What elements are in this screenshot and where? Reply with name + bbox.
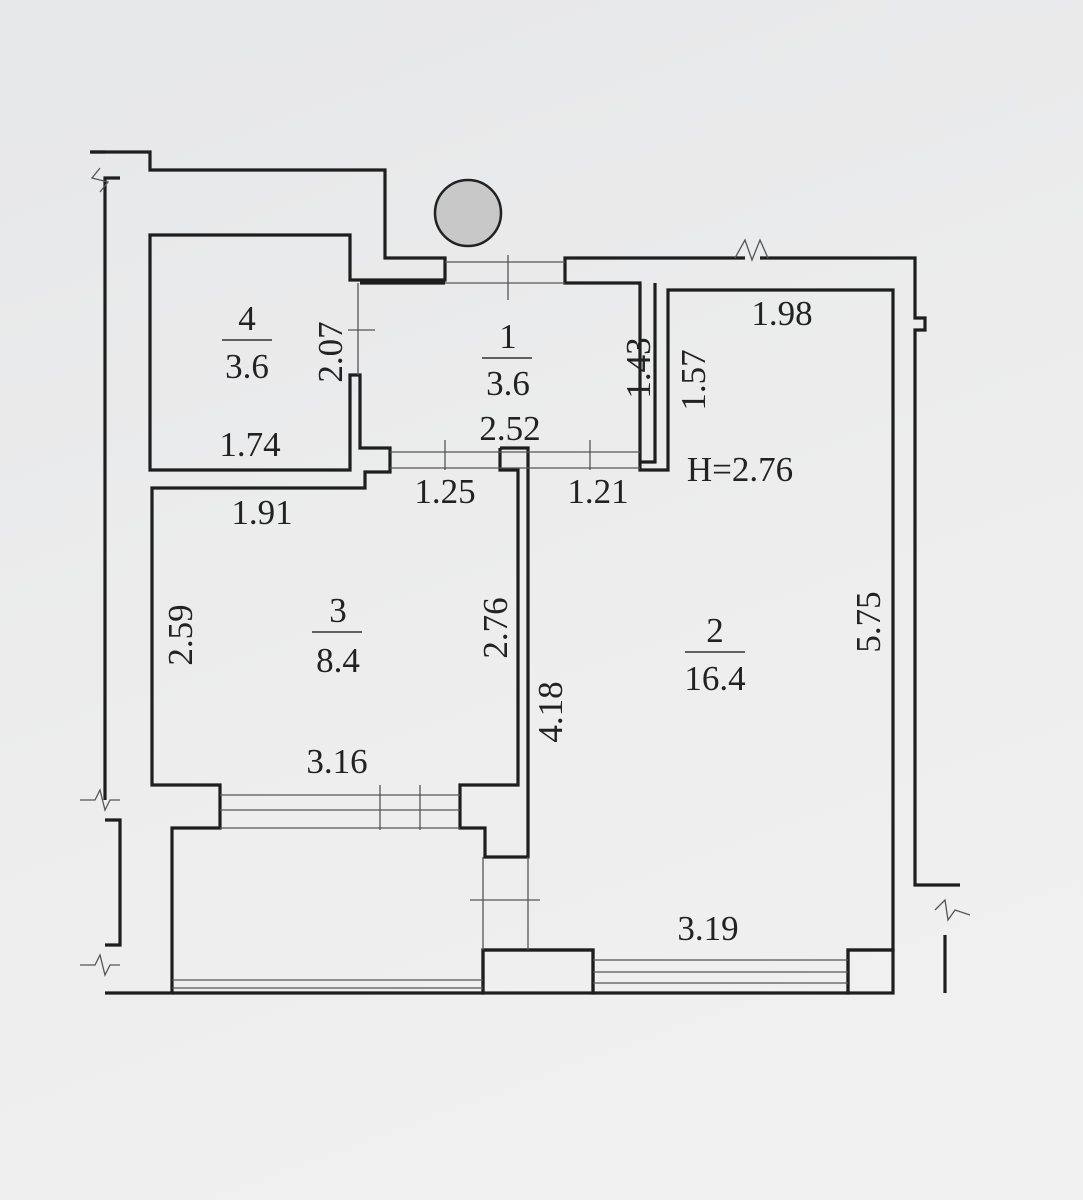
dim-room2-height: 5.75 xyxy=(849,591,888,652)
riser-icon xyxy=(433,178,503,248)
dim-room3-bottom: 3.16 xyxy=(306,742,367,781)
room-number: 3 xyxy=(329,591,347,630)
dim-door-right: 1.21 xyxy=(567,472,628,511)
dim-niche-height: 1.57 xyxy=(674,349,713,410)
dim-room3-left: 2.59 xyxy=(161,604,200,665)
room-3-label: 3 8.4 xyxy=(312,591,362,680)
walls xyxy=(90,150,960,995)
dim-room1-width: 2.52 xyxy=(479,409,540,448)
openings xyxy=(172,255,848,989)
room-area: 3.6 xyxy=(486,364,530,403)
dim-room4-width: 1.74 xyxy=(219,425,280,464)
dim-room2-bottom: 3.19 xyxy=(677,909,738,948)
dim-door-left: 1.25 xyxy=(414,472,475,511)
room-number: 1 xyxy=(499,317,517,356)
room-1-label: 1 3.6 xyxy=(482,317,532,403)
dimension-labels: 2.07 1.74 2.52 1.43 1.57 1.98 H=2.76 1.2… xyxy=(161,294,888,948)
room-2-label: 2 16.4 xyxy=(684,611,745,698)
dim-room4-height: 2.07 xyxy=(311,321,350,382)
break-marks xyxy=(80,167,971,977)
room-area: 3.6 xyxy=(225,347,269,386)
dim-room2-top: 1.98 xyxy=(751,294,812,333)
ceiling-height: H=2.76 xyxy=(687,450,793,489)
room-number: 2 xyxy=(706,611,724,650)
dim-partition: 4.18 xyxy=(531,681,570,742)
dim-room3-top: 1.91 xyxy=(231,493,292,532)
room-area: 16.4 xyxy=(684,659,745,698)
dim-room3-right: 2.76 xyxy=(476,597,515,658)
dim-room1-height: 1.43 xyxy=(619,337,658,398)
room-number: 4 xyxy=(238,299,256,338)
room-4-label: 4 3.6 xyxy=(222,299,272,386)
room-area: 8.4 xyxy=(316,641,360,680)
